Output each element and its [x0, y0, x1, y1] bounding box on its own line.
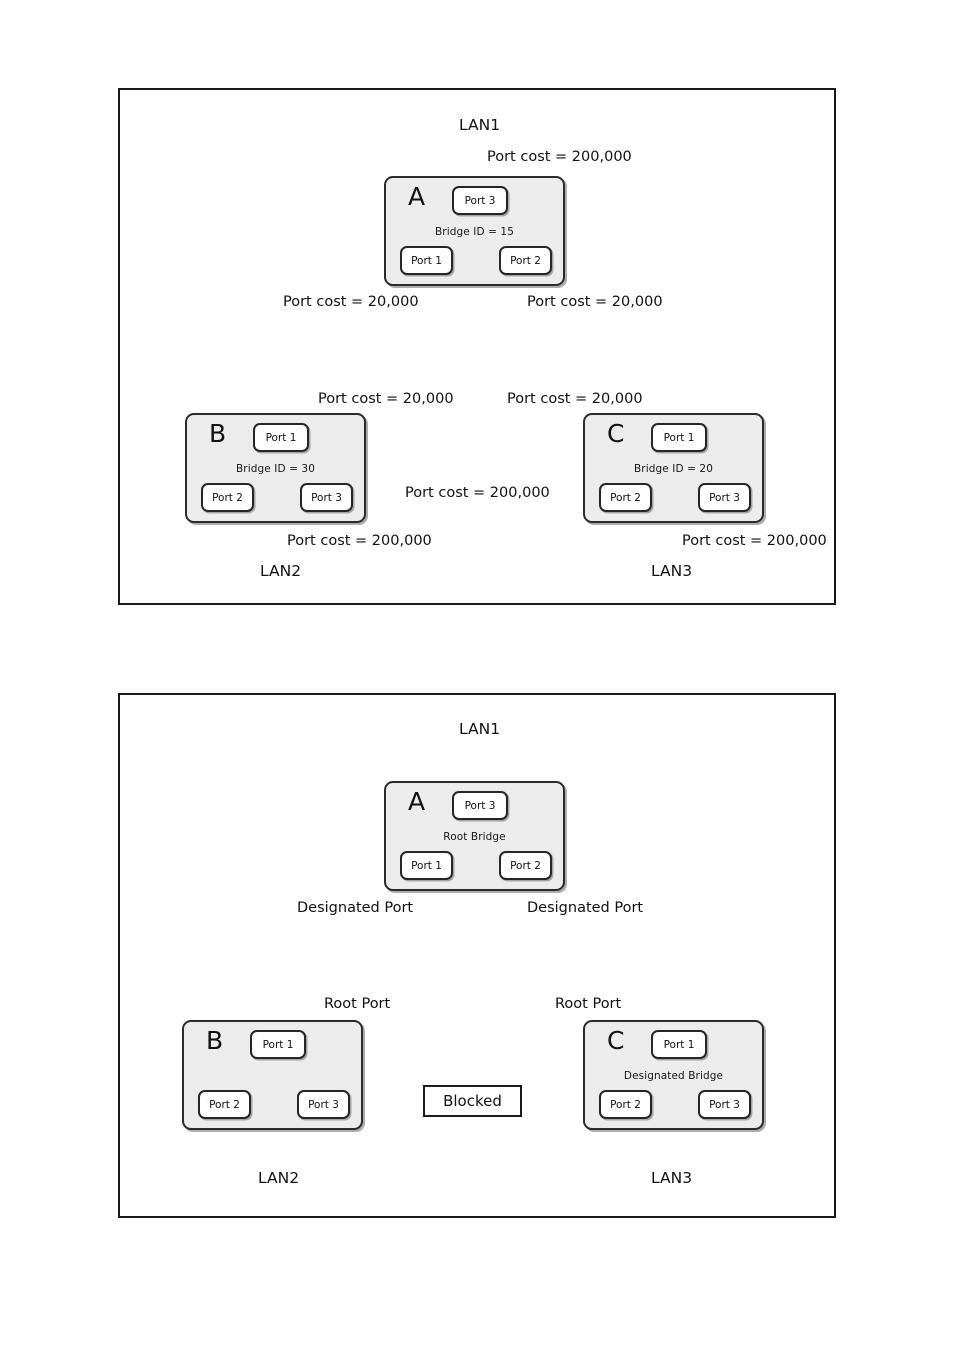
port-a-bottom-left-d1[interactable]: Port 1 [400, 246, 453, 275]
role-label-root-left-d2: Root Port [324, 996, 391, 1012]
bridge-letter-b-d1: B [209, 419, 227, 448]
bridge-letter-b-d2: B [206, 1026, 224, 1055]
port-b-bottom-left-d1[interactable]: Port 2 [201, 483, 254, 512]
port-a-bottom-right-d1[interactable]: Port 2 [499, 246, 552, 275]
port-b-bottom-right-d2[interactable]: Port 3 [297, 1090, 350, 1119]
port-b-bottom-right-d1[interactable]: Port 3 [300, 483, 353, 512]
port-c-bottom-left-d1[interactable]: Port 2 [599, 483, 652, 512]
bridge-c-d1[interactable]: C Bridge ID = 20 Port 1 Port 2 Port 3 [583, 413, 764, 523]
bridge-letter-c-d1: C [607, 419, 625, 448]
bridge-letter-a-d2: A [408, 787, 426, 816]
lan-label-lan3-d1: LAN3 [647, 563, 697, 580]
diagram-frame-costs [118, 88, 836, 605]
port-a-bottom-right-d2[interactable]: Port 2 [499, 851, 552, 880]
bridge-b-d2[interactable]: B Port 1 Port 2 Port 3 [182, 1020, 363, 1130]
bridge-subtitle-c-d2: Designated Bridge [623, 1070, 724, 1082]
bridge-letter-c-d2: C [607, 1026, 625, 1055]
role-label-root-right-d2: Root Port [555, 996, 622, 1012]
lan-label-lan2-d1: LAN2 [256, 563, 306, 580]
cost-label-a-left-d1: Port cost = 20,000 [283, 294, 419, 310]
port-c-bottom-left-d2[interactable]: Port 2 [599, 1090, 652, 1119]
bridge-subtitle-b-d1: Bridge ID = 30 [236, 463, 315, 475]
port-c-top-d1[interactable]: Port 1 [651, 423, 707, 452]
port-c-top-d2[interactable]: Port 1 [651, 1030, 707, 1059]
lan-label-lan1-d1: LAN1 [455, 117, 505, 134]
lan-label-lan1-d2: LAN1 [455, 721, 505, 738]
cost-label-c-lan3-d1: Port cost = 200,000 [682, 533, 827, 549]
bridge-c-d2[interactable]: C Designated Bridge Port 1 Port 2 Port 3 [583, 1020, 764, 1130]
cost-label-a-right-d1: Port cost = 20,000 [527, 294, 663, 310]
bridge-subtitle-a-d2: Root Bridge [443, 831, 506, 843]
cost-label-c-up-d1: Port cost = 20,000 [507, 391, 643, 407]
port-a-top-d2[interactable]: Port 3 [452, 791, 508, 820]
bridge-letter-a-d1: A [408, 182, 426, 211]
port-a-bottom-left-d2[interactable]: Port 1 [400, 851, 453, 880]
port-c-bottom-right-d2[interactable]: Port 3 [698, 1090, 751, 1119]
port-b-top-d1[interactable]: Port 1 [253, 423, 309, 452]
cost-label-b-c-d1: Port cost = 200,000 [405, 485, 550, 501]
cost-label-a-lan1-d1: Port cost = 200,000 [487, 149, 632, 165]
lan-label-lan3-d2: LAN3 [647, 1170, 697, 1187]
bridge-a-d1[interactable]: A Bridge ID = 15 Port 3 Port 1 Port 2 [384, 176, 565, 286]
role-label-designated-left-d2: Designated Port [297, 900, 414, 916]
cost-label-b-up-d1: Port cost = 20,000 [318, 391, 454, 407]
blocked-status-box-d2: Blocked [423, 1085, 522, 1117]
bridge-subtitle-c-d1: Bridge ID = 20 [634, 463, 713, 475]
port-b-bottom-left-d2[interactable]: Port 2 [198, 1090, 251, 1119]
lan-label-lan2-d2: LAN2 [254, 1170, 304, 1187]
role-label-designated-right-d2: Designated Port [527, 900, 644, 916]
port-a-top-d1[interactable]: Port 3 [452, 186, 508, 215]
bridge-b-d1[interactable]: B Bridge ID = 30 Port 1 Port 2 Port 3 [185, 413, 366, 523]
diagram-frame-roles [118, 693, 836, 1218]
bridge-subtitle-a-d1: Bridge ID = 15 [435, 226, 514, 238]
cost-label-b-lan2-d1: Port cost = 200,000 [287, 533, 432, 549]
bridge-a-d2[interactable]: A Root Bridge Port 3 Port 1 Port 2 [384, 781, 565, 891]
port-c-bottom-right-d1[interactable]: Port 3 [698, 483, 751, 512]
port-b-top-d2[interactable]: Port 1 [250, 1030, 306, 1059]
